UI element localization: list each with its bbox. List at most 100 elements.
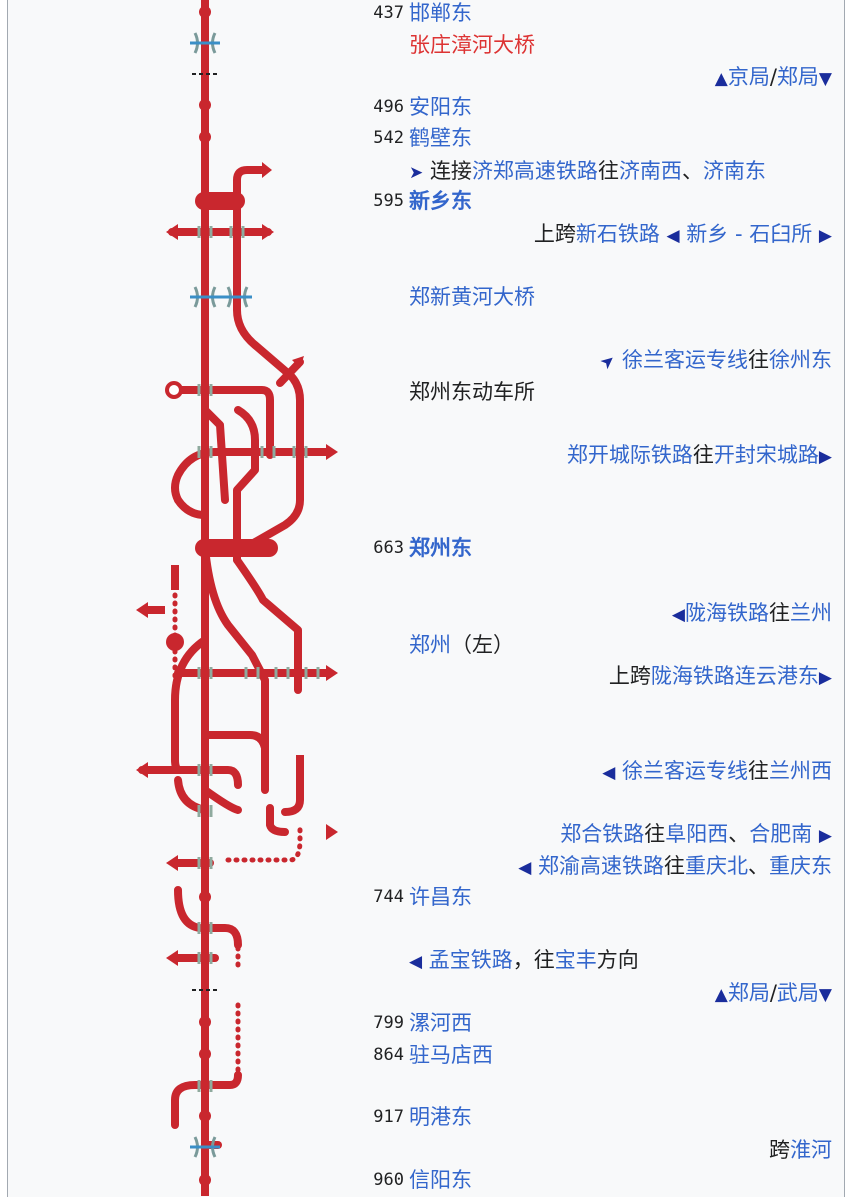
connection-jizheng-label: ➤ 连接济郑高速铁路往济南西、济南东 (409, 159, 766, 183)
jizheng-connector-track (233, 166, 269, 204)
station-zhengzhou-label: 郑州（左） (409, 633, 514, 657)
arrow-up-icon: ▲ (714, 69, 728, 89)
line-link-zhenghe[interactable]: 郑合铁路 (560, 822, 645, 846)
station-dot-xinyang-east (199, 1174, 211, 1186)
line-link-jizheng-hsr[interactable]: 济郑高速铁路 (471, 159, 598, 183)
line-link-longhai[interactable]: 陇海铁路 (685, 601, 769, 625)
line-link-zhengyu-hsr[interactable]: 郑渝高速铁路 (538, 854, 664, 878)
station-dot-minggang-east (199, 1110, 211, 1122)
arrow-right-icon: ➤ (409, 163, 424, 183)
arrow-left-icon: ◀ (671, 605, 685, 625)
zhengzhou-east-bypass-track (233, 196, 304, 549)
arrow-right-icon: ▶ (818, 447, 832, 467)
branch-zhenghe-label: 郑合铁路往阜阳西、合肥南 ▶ (560, 822, 832, 846)
station-anyang-east[interactable]: 安阳东 (409, 95, 472, 119)
branch-zhengkai-label: 郑开城际铁路往开封宋城路▶ (566, 443, 832, 467)
station-xinyang-east[interactable]: 信阳东 (409, 1168, 472, 1192)
line-link-mengbao[interactable]: 孟宝铁路 (428, 948, 513, 972)
arrow-down-icon: ▼ (818, 985, 832, 1005)
dest-link-lanzhou-west[interactable]: 兰州西 (769, 759, 832, 783)
overpass-xinshi-label: 上跨新石铁路 ◀ 新乡 - 石臼所 ▶ (533, 222, 832, 246)
station-dot-xuchang-east (199, 891, 211, 903)
station-zhumadian-west[interactable]: 驻马店西 (409, 1043, 493, 1067)
station-dot-handan-east (199, 6, 211, 18)
dest-link-chongqing-north[interactable]: 重庆北 (685, 854, 748, 878)
station-dot-anyang-east (199, 99, 211, 111)
station-bar-zhengzhou-east (195, 539, 278, 557)
station-dot-zhumadian-west (199, 1048, 211, 1060)
station-hebi-east[interactable]: 鹤壁东 (409, 126, 472, 150)
km-marker: 744 (373, 887, 404, 907)
km-marker: 960 (373, 1170, 404, 1190)
dest-link-xinxiang[interactable]: 新乡 (686, 222, 729, 246)
overpass-longhai-label: 上跨陇海铁路连云港东▶ (608, 664, 832, 688)
station-link-zhengzhou[interactable]: 郑州 (409, 633, 451, 657)
bureau-boundary-label: ▲郑局/武局▼ (714, 981, 832, 1005)
arrow-up-icon: ▲ (714, 985, 728, 1005)
arrow-right-icon: ▶ (818, 226, 832, 246)
dest-link-lianyungang-east[interactable]: 连云港东 (734, 664, 819, 688)
line-link-xulan-pdl[interactable]: 徐兰客运专线 (622, 759, 748, 783)
bridge-icon (190, 32, 252, 1158)
km-marker: 799 (373, 1013, 404, 1033)
arrow-down-icon: ▼ (818, 69, 832, 89)
dest-link-baofeng[interactable]: 宝丰 (554, 948, 597, 972)
branch-mengbao-label: ◀ 孟宝铁路，往宝丰方向 (409, 948, 639, 972)
dest-link-kaifeng-songchenglu[interactable]: 开封宋城路 (713, 443, 819, 467)
station-xuchang-east[interactable]: 许昌东 (409, 885, 472, 909)
branch-zhengyu-label: ◀ 郑渝高速铁路往重庆北、重庆东 (518, 854, 832, 878)
branch-xulan-east-label: ➤ 徐兰客运专线往徐州东 (596, 347, 832, 375)
bridge-zhengxin-huanghe[interactable]: 郑新黄河大桥 (409, 285, 535, 309)
depot-spur-track (171, 386, 274, 459)
dest-link-fuyang-west[interactable]: 阜阳西 (665, 822, 729, 846)
dest-link-lanzhou[interactable]: 兰州 (790, 601, 832, 625)
bureau-boundary-label: ▲京局/郑局▼ (714, 65, 832, 89)
station-xinxiang-east[interactable]: 新乡东 (409, 189, 472, 213)
arrow-left-icon: ◀ (518, 858, 532, 878)
arrow-left-icon: ◀ (602, 763, 616, 783)
branch-longhai-west-label: ◀陇海铁路往兰州 (671, 601, 832, 625)
branch-xulan-west-label: ◀ 徐兰客运专线往兰州西 (602, 759, 832, 783)
km-marker: 864 (373, 1045, 404, 1065)
route-diagram-frame (7, 0, 845, 1197)
station-minggang-east[interactable]: 明港东 (409, 1105, 472, 1129)
bridge-zhangzhuang-zhanghe[interactable]: 张庄漳河大桥 (409, 33, 535, 57)
station-dot-zhengzhou (166, 633, 184, 651)
depot-terminal-marker (165, 381, 183, 399)
river-crossing-huaihe-label: 跨淮河 (769, 1138, 832, 1162)
bureau-link-jing[interactable]: 京局 (727, 65, 770, 89)
arrow-right-icon: ▶ (818, 826, 832, 846)
km-marker: 917 (373, 1107, 404, 1127)
line-link-longhai[interactable]: 陇海铁路 (650, 664, 735, 688)
arrow-right-icon: ▶ (818, 668, 832, 688)
km-marker: 663 (373, 538, 404, 558)
km-marker: 437 (373, 3, 404, 23)
dest-link-chongqing-east[interactable]: 重庆东 (769, 854, 832, 878)
station-zhengzhou-east[interactable]: 郑州东 (409, 536, 472, 560)
km-marker: 595 (373, 191, 404, 211)
dest-link-jinan-west[interactable]: 济南西 (618, 159, 682, 183)
line-link-zhengkai-intercity[interactable]: 郑开城际铁路 (566, 443, 693, 467)
km-marker: 496 (373, 97, 404, 117)
dest-link-hefei-south[interactable]: 合肥南 (749, 822, 813, 846)
arrow-left-icon: ◀ (409, 952, 423, 972)
station-luohe-west[interactable]: 漯河西 (409, 1011, 472, 1035)
dest-link-jinan-east[interactable]: 济南东 (702, 159, 766, 183)
xulan-east-branch-track (276, 358, 304, 387)
depot-zhengzhou-east: 郑州东动车所 (409, 380, 535, 404)
km-marker: 542 (373, 128, 404, 148)
dest-link-xuzhou-east[interactable]: 徐州东 (769, 348, 832, 372)
bureau-link-wu[interactable]: 武局 (776, 981, 819, 1005)
line-link-xinshi[interactable]: 新石铁路 (575, 222, 660, 246)
dest-link-shijiusuo[interactable]: 石臼所 (749, 222, 813, 246)
river-link-huaihe[interactable]: 淮河 (790, 1138, 832, 1162)
zhengkai-branch-track (171, 448, 334, 504)
station-bar-xinxiang-east (195, 192, 245, 210)
bureau-link-zheng[interactable]: 郑局 (727, 981, 770, 1005)
bureau-link-zheng[interactable]: 郑局 (776, 65, 819, 89)
station-handan-east[interactable]: 邯郸东 (409, 1, 472, 25)
station-dot-luohe-west (199, 1016, 211, 1028)
station-dot-hebi-east (199, 131, 211, 143)
line-link-xulan-pdl[interactable]: 徐兰客运专线 (622, 348, 748, 372)
